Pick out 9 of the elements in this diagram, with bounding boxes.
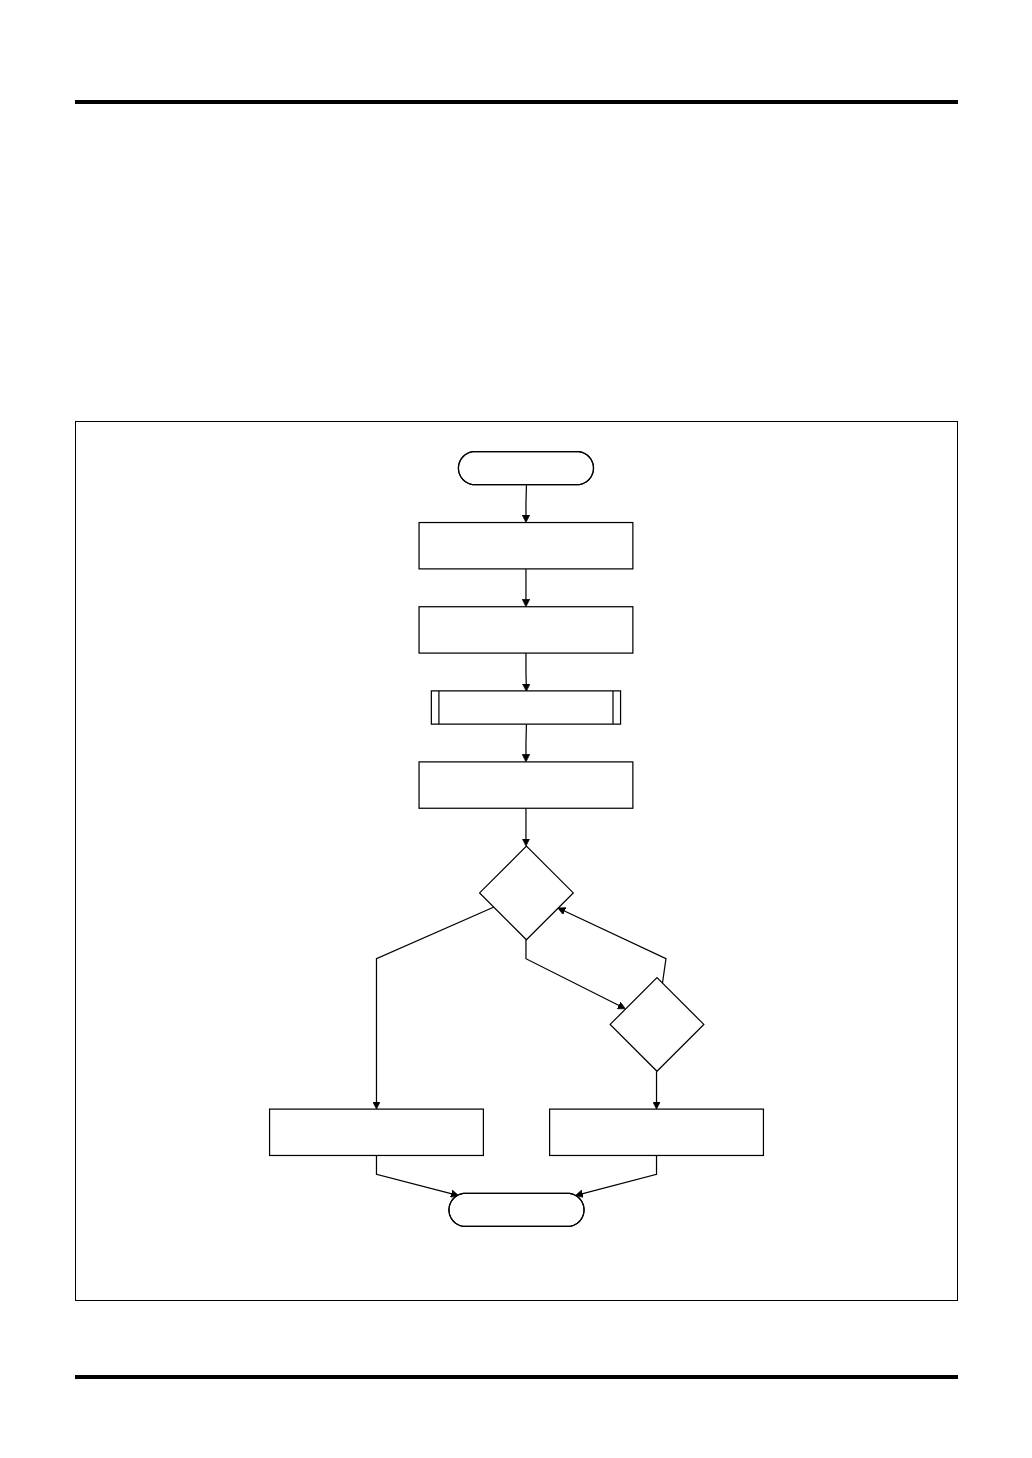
arrow xyxy=(521,568,530,608)
arrow xyxy=(521,484,530,523)
arrow xyxy=(524,939,626,1010)
arrow xyxy=(651,1070,661,1110)
arrow xyxy=(375,1154,459,1198)
arrow xyxy=(574,1154,657,1198)
arrow xyxy=(556,907,667,985)
arrow xyxy=(521,807,530,847)
arrow xyxy=(371,906,494,1110)
